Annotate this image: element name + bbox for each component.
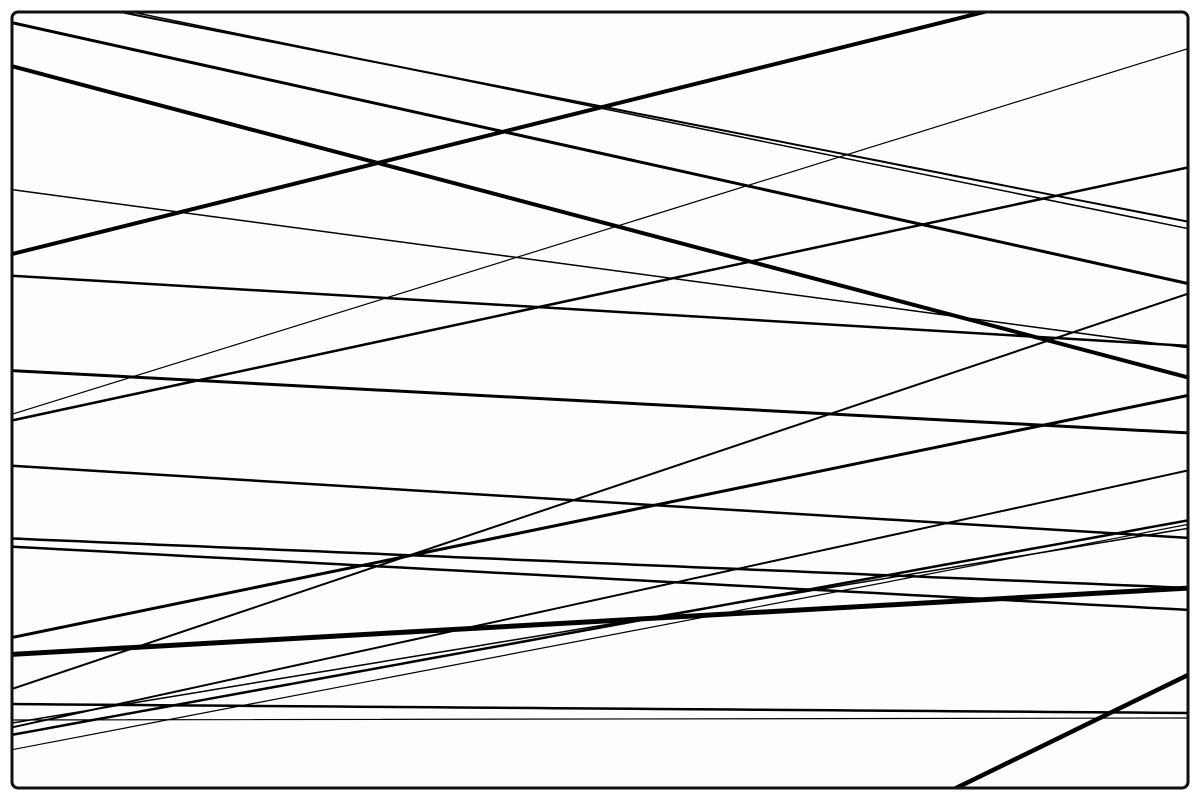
power-line [12, 585, 1188, 658]
photo-background [12, 12, 1188, 788]
power-line [12, 527, 1188, 726]
power-line [12, 18, 1188, 286]
power-line [12, 273, 1188, 348]
wires [12, 12, 1188, 788]
power-line [12, 518, 1188, 739]
power-line [12, 536, 1188, 590]
power-line [12, 61, 1188, 380]
power-line [12, 187, 1188, 349]
power-line [12, 469, 1188, 731]
power-line [12, 523, 1188, 753]
power-line [121, 12, 1188, 230]
power-line [12, 702, 1188, 715]
power-line [12, 368, 1188, 435]
power-line [945, 671, 1188, 788]
photo-frame [10, 10, 1190, 790]
power-line [109, 12, 1188, 223]
power-line [12, 463, 1188, 540]
power-line [12, 47, 1188, 419]
power-line [12, 292, 1188, 694]
power-line [12, 717, 1188, 721]
power-line [12, 12, 994, 259]
power-line [12, 393, 1188, 642]
